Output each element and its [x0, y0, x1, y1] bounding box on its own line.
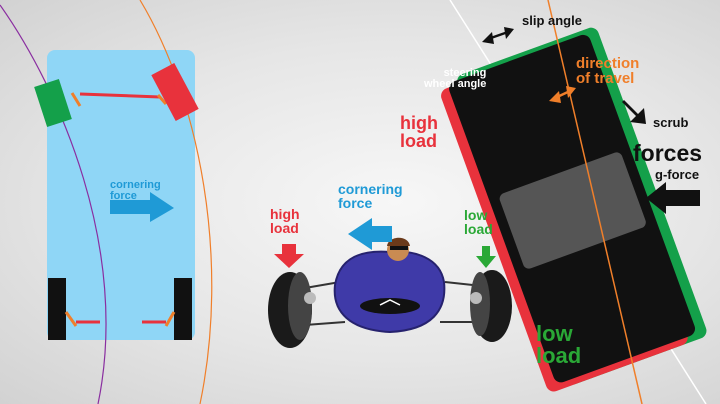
- direction-of-travel-label: direction of travel: [576, 55, 640, 87]
- driver-hair: [387, 237, 410, 246]
- front-right-wheel-side: [470, 272, 490, 336]
- suspension-arm-left-lower: [304, 321, 346, 326]
- scrub-arrow: [616, 100, 646, 124]
- slip-angle-label: slip angle: [522, 13, 582, 28]
- steering-arm-left: [70, 92, 82, 107]
- steering-wheel-angle-label: steering wheel angle: [424, 67, 487, 90]
- low-load-arrow: [476, 246, 496, 268]
- contact-patch: [499, 152, 646, 269]
- low-load-front-label: low load: [464, 207, 493, 237]
- front-left-hub: [304, 292, 316, 304]
- car-body-front: [333, 250, 446, 334]
- front-right-tire-red: [151, 62, 199, 122]
- scrub-label: scrub: [653, 115, 689, 130]
- g-force-arrow: [646, 182, 700, 214]
- front-intake: [360, 298, 420, 314]
- slip-angle-arrowhead-right: [504, 27, 514, 39]
- rear-right-tire: [174, 278, 192, 340]
- rear-left-tire: [48, 278, 66, 340]
- high-load-arrow: [274, 244, 304, 268]
- suspension-arm-left-upper: [304, 281, 341, 289]
- orange-slip-arrowhead-left: [549, 91, 561, 103]
- cornering-force-arrow-front: [348, 218, 392, 250]
- front-view-car: [268, 218, 512, 348]
- g-force-label: g-force: [655, 167, 700, 182]
- cornering-force-top-label: cornering force: [110, 179, 161, 202]
- tie-rod: [79, 92, 161, 99]
- orange-turn-arc: [139, 0, 213, 404]
- tire-close-up: [441, 0, 707, 404]
- steering-arm-right: [156, 94, 168, 105]
- purple-turn-arc: [0, 4, 107, 404]
- chassis-top-view: [47, 50, 195, 340]
- cornering-force-arrow-top: [110, 192, 174, 222]
- orange-slip-arrowhead-right: [566, 86, 576, 98]
- low-load-right-label: low load: [536, 321, 582, 368]
- driver-sunglasses: [390, 245, 408, 250]
- high-load-right-label: high load: [400, 113, 438, 151]
- cornering-force-front-label: cornering force: [338, 181, 403, 211]
- slip-angle-arrowhead-left: [482, 32, 494, 44]
- high-load-front-label: high load: [270, 206, 300, 236]
- front-right-hub: [470, 292, 482, 304]
- rear-link-right: [164, 311, 176, 327]
- forces-label: forces: [633, 140, 703, 166]
- top-view-car: [0, 0, 213, 404]
- front-left-tire-green: [34, 79, 72, 127]
- rear-link-left: [64, 311, 78, 327]
- front-left-wheel-side: [288, 272, 312, 340]
- front-emblem: [379, 299, 401, 306]
- travel-direction-line: [547, 0, 643, 404]
